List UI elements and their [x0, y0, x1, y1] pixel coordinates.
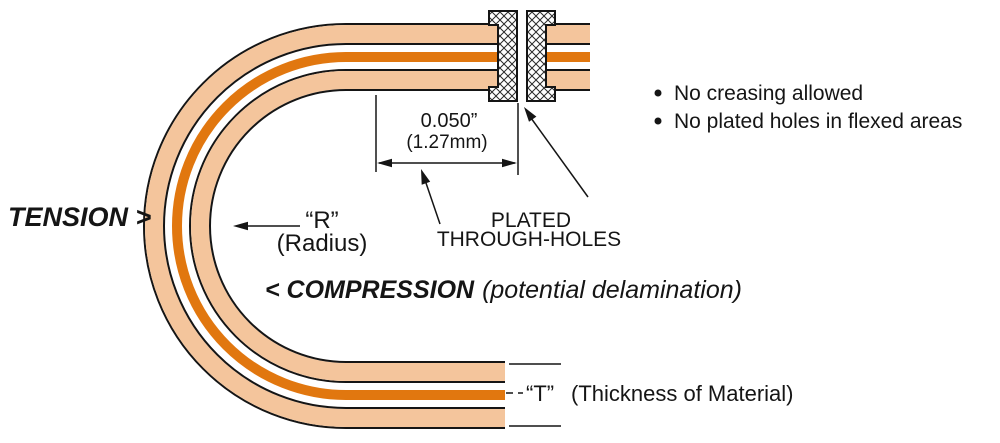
design-rule-item-2: No plated holes in flexed areas	[674, 110, 962, 133]
bullet-icon	[654, 89, 662, 97]
dimension-value-inches: 0.050”	[421, 110, 478, 132]
dimension-arrowhead-right-icon	[502, 158, 517, 168]
leader-line-to-dimension	[425, 182, 441, 225]
radius-callout: “R” (Radius)	[233, 207, 367, 257]
compression-label-main: < COMPRESSION	[265, 276, 475, 304]
through-holes-leaders: PLATED THROUGH-HOLES	[421, 107, 621, 251]
through-hole-barrel-left	[488, 10, 518, 102]
bullet-icon	[654, 117, 662, 125]
compression-label-note: (potential delamination)	[482, 276, 742, 304]
radius-arrowhead-icon	[233, 221, 248, 231]
plated-through-holes	[488, 10, 556, 102]
design-rule-item-1: No creasing allowed	[674, 82, 863, 105]
flex-inner-edge-line	[209, 89, 590, 363]
flex-outer-edge-line	[143, 23, 590, 429]
compression-label: < COMPRESSION(potential delamination)	[265, 276, 742, 304]
thickness-symbol: “T”	[526, 381, 554, 406]
radius-symbol: “R”	[305, 207, 338, 234]
flex-inner-outer-boundary-line	[189, 69, 590, 383]
thickness-callout: “T” (Thickness of Material)	[506, 363, 794, 427]
leader-arrowhead-hole-icon	[524, 107, 537, 122]
thickness-caption: (Thickness of Material)	[571, 381, 794, 406]
leader-line-to-hole	[530, 117, 589, 198]
flex-outer-coverlay-band	[145, 25, 590, 427]
flex-outer-inner-boundary-line	[163, 43, 590, 409]
through-hole-barrel-right	[526, 10, 556, 102]
flex-circuit	[143, 23, 590, 429]
dimension-arrowhead-left-icon	[377, 158, 392, 168]
flex-inner-coverlay-band	[191, 71, 590, 381]
radius-caption: (Radius)	[277, 230, 368, 257]
dimension-value-mm: (1.27mm)	[406, 132, 487, 153]
design-rules-list: No creasing allowed No plated holes in f…	[654, 82, 962, 133]
through-holes-label-line2: THROUGH-HOLES	[437, 228, 621, 251]
leader-arrowhead-dimension-icon	[421, 169, 431, 185]
tension-label: TENSION >	[8, 202, 152, 232]
spacing-dimension: 0.050” (1.27mm)	[375, 95, 519, 175]
flex-copper-layer-band	[172, 52, 590, 400]
through-holes-label-line1: PLATED	[491, 209, 571, 232]
